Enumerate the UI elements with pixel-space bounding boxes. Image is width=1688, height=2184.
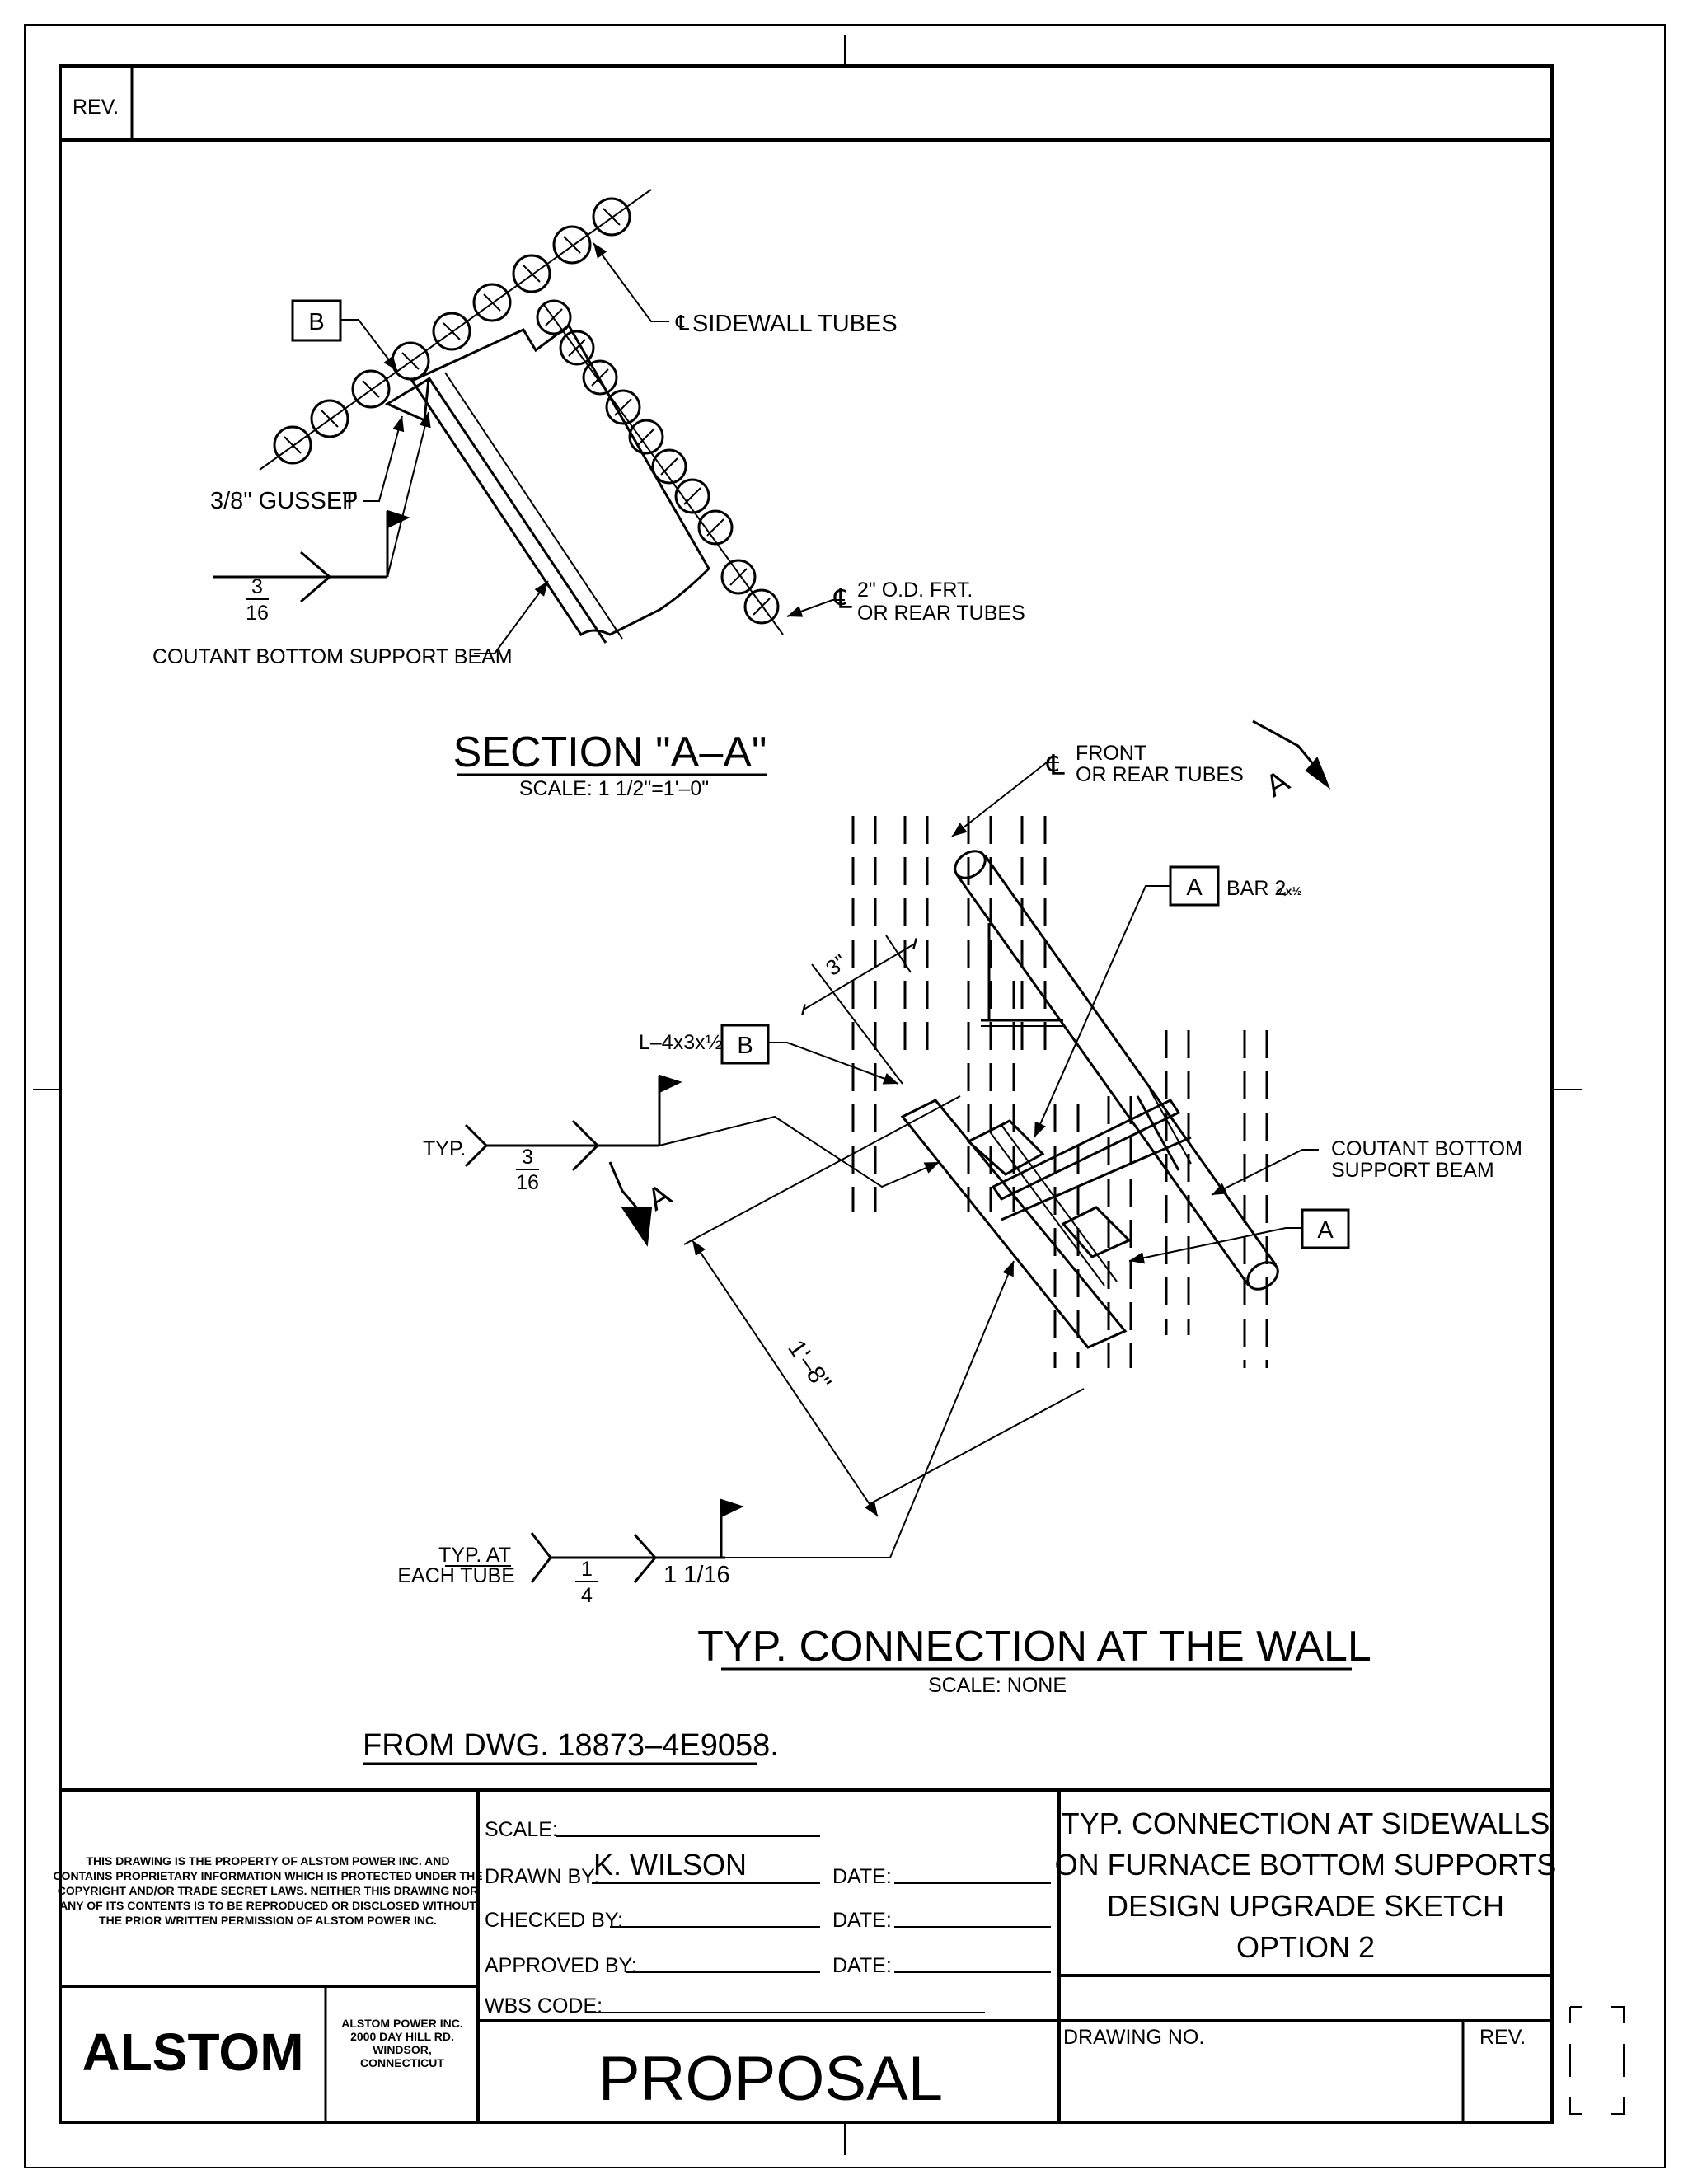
svg-text:4: 4 xyxy=(581,1584,593,1607)
svg-text:DATE:: DATE: xyxy=(832,1865,892,1888)
svg-text:¼x½: ¼x½ xyxy=(1276,884,1301,898)
support-beam-section xyxy=(384,323,710,644)
svg-text:A: A xyxy=(1186,874,1203,901)
svg-text:B: B xyxy=(737,1033,753,1059)
label-front-tubes: 2" O.D. FRT. xyxy=(857,579,973,602)
sheet-border: REV. xyxy=(24,24,1666,2168)
label-typ-each-2: EACH TUBE xyxy=(397,1564,515,1587)
connection-scale: SCALE: NONE xyxy=(928,1674,1067,1697)
rev-label: REV. xyxy=(73,96,119,119)
svg-text:COPYRIGHT AND/OR TRADE SECRET: COPYRIGHT AND/OR TRADE SECRET LAWS. NEIT… xyxy=(58,1884,479,1897)
section-aa-annotations: B ℄ SIDEWALL TUBES 3/8" GUSSET P 3 16 ℄ … xyxy=(152,242,1025,668)
label-bar: BAR 2 xyxy=(1226,877,1286,900)
svg-text:CONNECTICUT: CONNECTICUT xyxy=(360,2056,444,2069)
svg-text:DATE:: DATE: xyxy=(832,1909,892,1932)
drawn-by-value: K. WILSON xyxy=(593,1848,747,1882)
label-front-tubes-plan: FRONT xyxy=(1076,742,1146,765)
rev-label-block: REV. xyxy=(1479,2026,1526,2049)
svg-text:℄: ℄ xyxy=(1046,750,1065,781)
label-gusset: 3/8" GUSSET xyxy=(210,488,357,514)
inclined-tube xyxy=(954,850,1279,1291)
svg-text:THIS DRAWING IS THE PROPERTY O: THIS DRAWING IS THE PROPERTY OF ALSTOM P… xyxy=(86,1854,449,1868)
svg-text:3: 3 xyxy=(251,575,263,598)
svg-text:16: 16 xyxy=(246,602,269,625)
svg-text:1 1/16: 1 1/16 xyxy=(663,1562,730,1588)
title-block: THIS DRAWING IS THE PROPERTY OF ALSTOM P… xyxy=(53,1788,1557,2122)
svg-text:OR REAR TUBES: OR REAR TUBES xyxy=(857,602,1025,625)
svg-text:16: 16 xyxy=(516,1171,539,1194)
top-bracket xyxy=(981,923,1063,1027)
svg-text:WBS CODE:: WBS CODE: xyxy=(485,1994,603,2018)
svg-text:B: B xyxy=(308,309,324,335)
status-stamp: PROPOSAL xyxy=(598,2044,943,2114)
label-typ-each-1: TYP. AT xyxy=(438,1544,511,1567)
drawing-title: TYP. CONNECTION AT SIDEWALLS ON FURNACE … xyxy=(1055,1807,1557,1964)
connection-title: TYP. CONNECTION AT THE WALL xyxy=(697,1623,1372,1671)
svg-text:SCALE:: SCALE: xyxy=(485,1818,558,1841)
svg-text:DESIGN UPGRADE SKETCH: DESIGN UPGRADE SKETCH xyxy=(1107,1889,1504,1923)
svg-text:OPTION 2: OPTION 2 xyxy=(1236,1930,1375,1964)
svg-text:2000 DAY HILL RD.: 2000 DAY HILL RD. xyxy=(350,2030,454,2043)
hidden-tube-lines xyxy=(851,816,1268,1368)
svg-text:P: P xyxy=(342,488,358,514)
section-aa-view: B ℄ SIDEWALL TUBES 3/8" GUSSET P 3 16 ℄ … xyxy=(152,189,1025,800)
svg-text:OR REAR TUBES: OR REAR TUBES xyxy=(1076,763,1244,786)
tag-b-plan xyxy=(720,1024,770,1065)
svg-text:ON FURNACE BOTTOM SUPPORTS: ON FURNACE BOTTOM SUPPORTS xyxy=(1055,1848,1557,1882)
svg-text:CHECKED BY:: CHECKED BY: xyxy=(485,1909,623,1932)
front-rear-tubes xyxy=(536,299,784,635)
legal-notice: THIS DRAWING IS THE PROPERTY OF ALSTOM P… xyxy=(53,1854,482,1927)
svg-text:A: A xyxy=(1317,1217,1334,1244)
section-aa-scale: SCALE: 1 1/2"=1'–0" xyxy=(519,777,709,800)
address: ALSTOM POWER INC. 2000 DAY HILL RD. WIND… xyxy=(341,2017,463,2069)
svg-text:℄: ℄ xyxy=(675,312,689,335)
section-marker-top: A xyxy=(1260,763,1296,804)
svg-text:SUPPORT BEAM: SUPPORT BEAM xyxy=(1331,1159,1494,1182)
svg-text:THE PRIOR WRITTEN PERMISSION O: THE PRIOR WRITTEN PERMISSION OF ALSTOM P… xyxy=(99,1914,437,1927)
support-beam-plan xyxy=(900,1089,1192,1349)
svg-text:TYP. CONNECTION AT SIDEWALLS: TYP. CONNECTION AT SIDEWALLS xyxy=(1062,1807,1550,1840)
label-beam-section: COUTANT BOTTOM SUPPORT BEAM xyxy=(152,645,513,668)
svg-text:APPROVED BY:: APPROVED BY: xyxy=(485,1954,637,1977)
connection-view: ℄ FRONT OR REAR TUBES A A BAR 2 ¼x½ L–4x… xyxy=(397,719,1522,1697)
signature-fields: SCALE: DRAWN BY: K. WILSON DATE: CHECKED… xyxy=(485,1818,1051,2018)
svg-text:1: 1 xyxy=(581,1558,593,1581)
corner-bracket xyxy=(1569,2006,1625,2115)
alstom-logo: ALSTOM xyxy=(82,2022,303,2082)
svg-text:℄: ℄ xyxy=(833,583,852,615)
dim-3-inch: 3" xyxy=(821,949,851,981)
svg-text:ANY OF ITS CONTENTS IS TO BE R: ANY OF ITS CONTENTS IS TO BE REPRODUCED … xyxy=(59,1899,476,1912)
svg-text:3: 3 xyxy=(522,1146,533,1169)
label-sidewall-tubes: SIDEWALL TUBES xyxy=(692,311,898,337)
drawing-no-label: DRAWING NO. xyxy=(1063,2026,1204,2049)
svg-text:DATE:: DATE: xyxy=(832,1954,892,1977)
svg-text:ALSTOM POWER INC.: ALSTOM POWER INC. xyxy=(341,2017,463,2030)
label-typ: TYP. xyxy=(423,1137,466,1160)
section-aa-title: SECTION "A–A" xyxy=(453,729,767,776)
label-angle: L–4x3x½ xyxy=(639,1031,723,1054)
reference-drawing: FROM DWG. 18873–4E9058. xyxy=(363,1728,779,1763)
svg-text:WINDSOR,: WINDSOR, xyxy=(373,2043,432,2056)
label-beam-plan-1: COUTANT BOTTOM xyxy=(1331,1137,1522,1160)
svg-text:DRAWN BY:: DRAWN BY: xyxy=(485,1865,599,1888)
svg-text:CONTAINS PROPRIETARY INFORMATI: CONTAINS PROPRIETARY INFORMATION WHICH I… xyxy=(53,1869,482,1882)
